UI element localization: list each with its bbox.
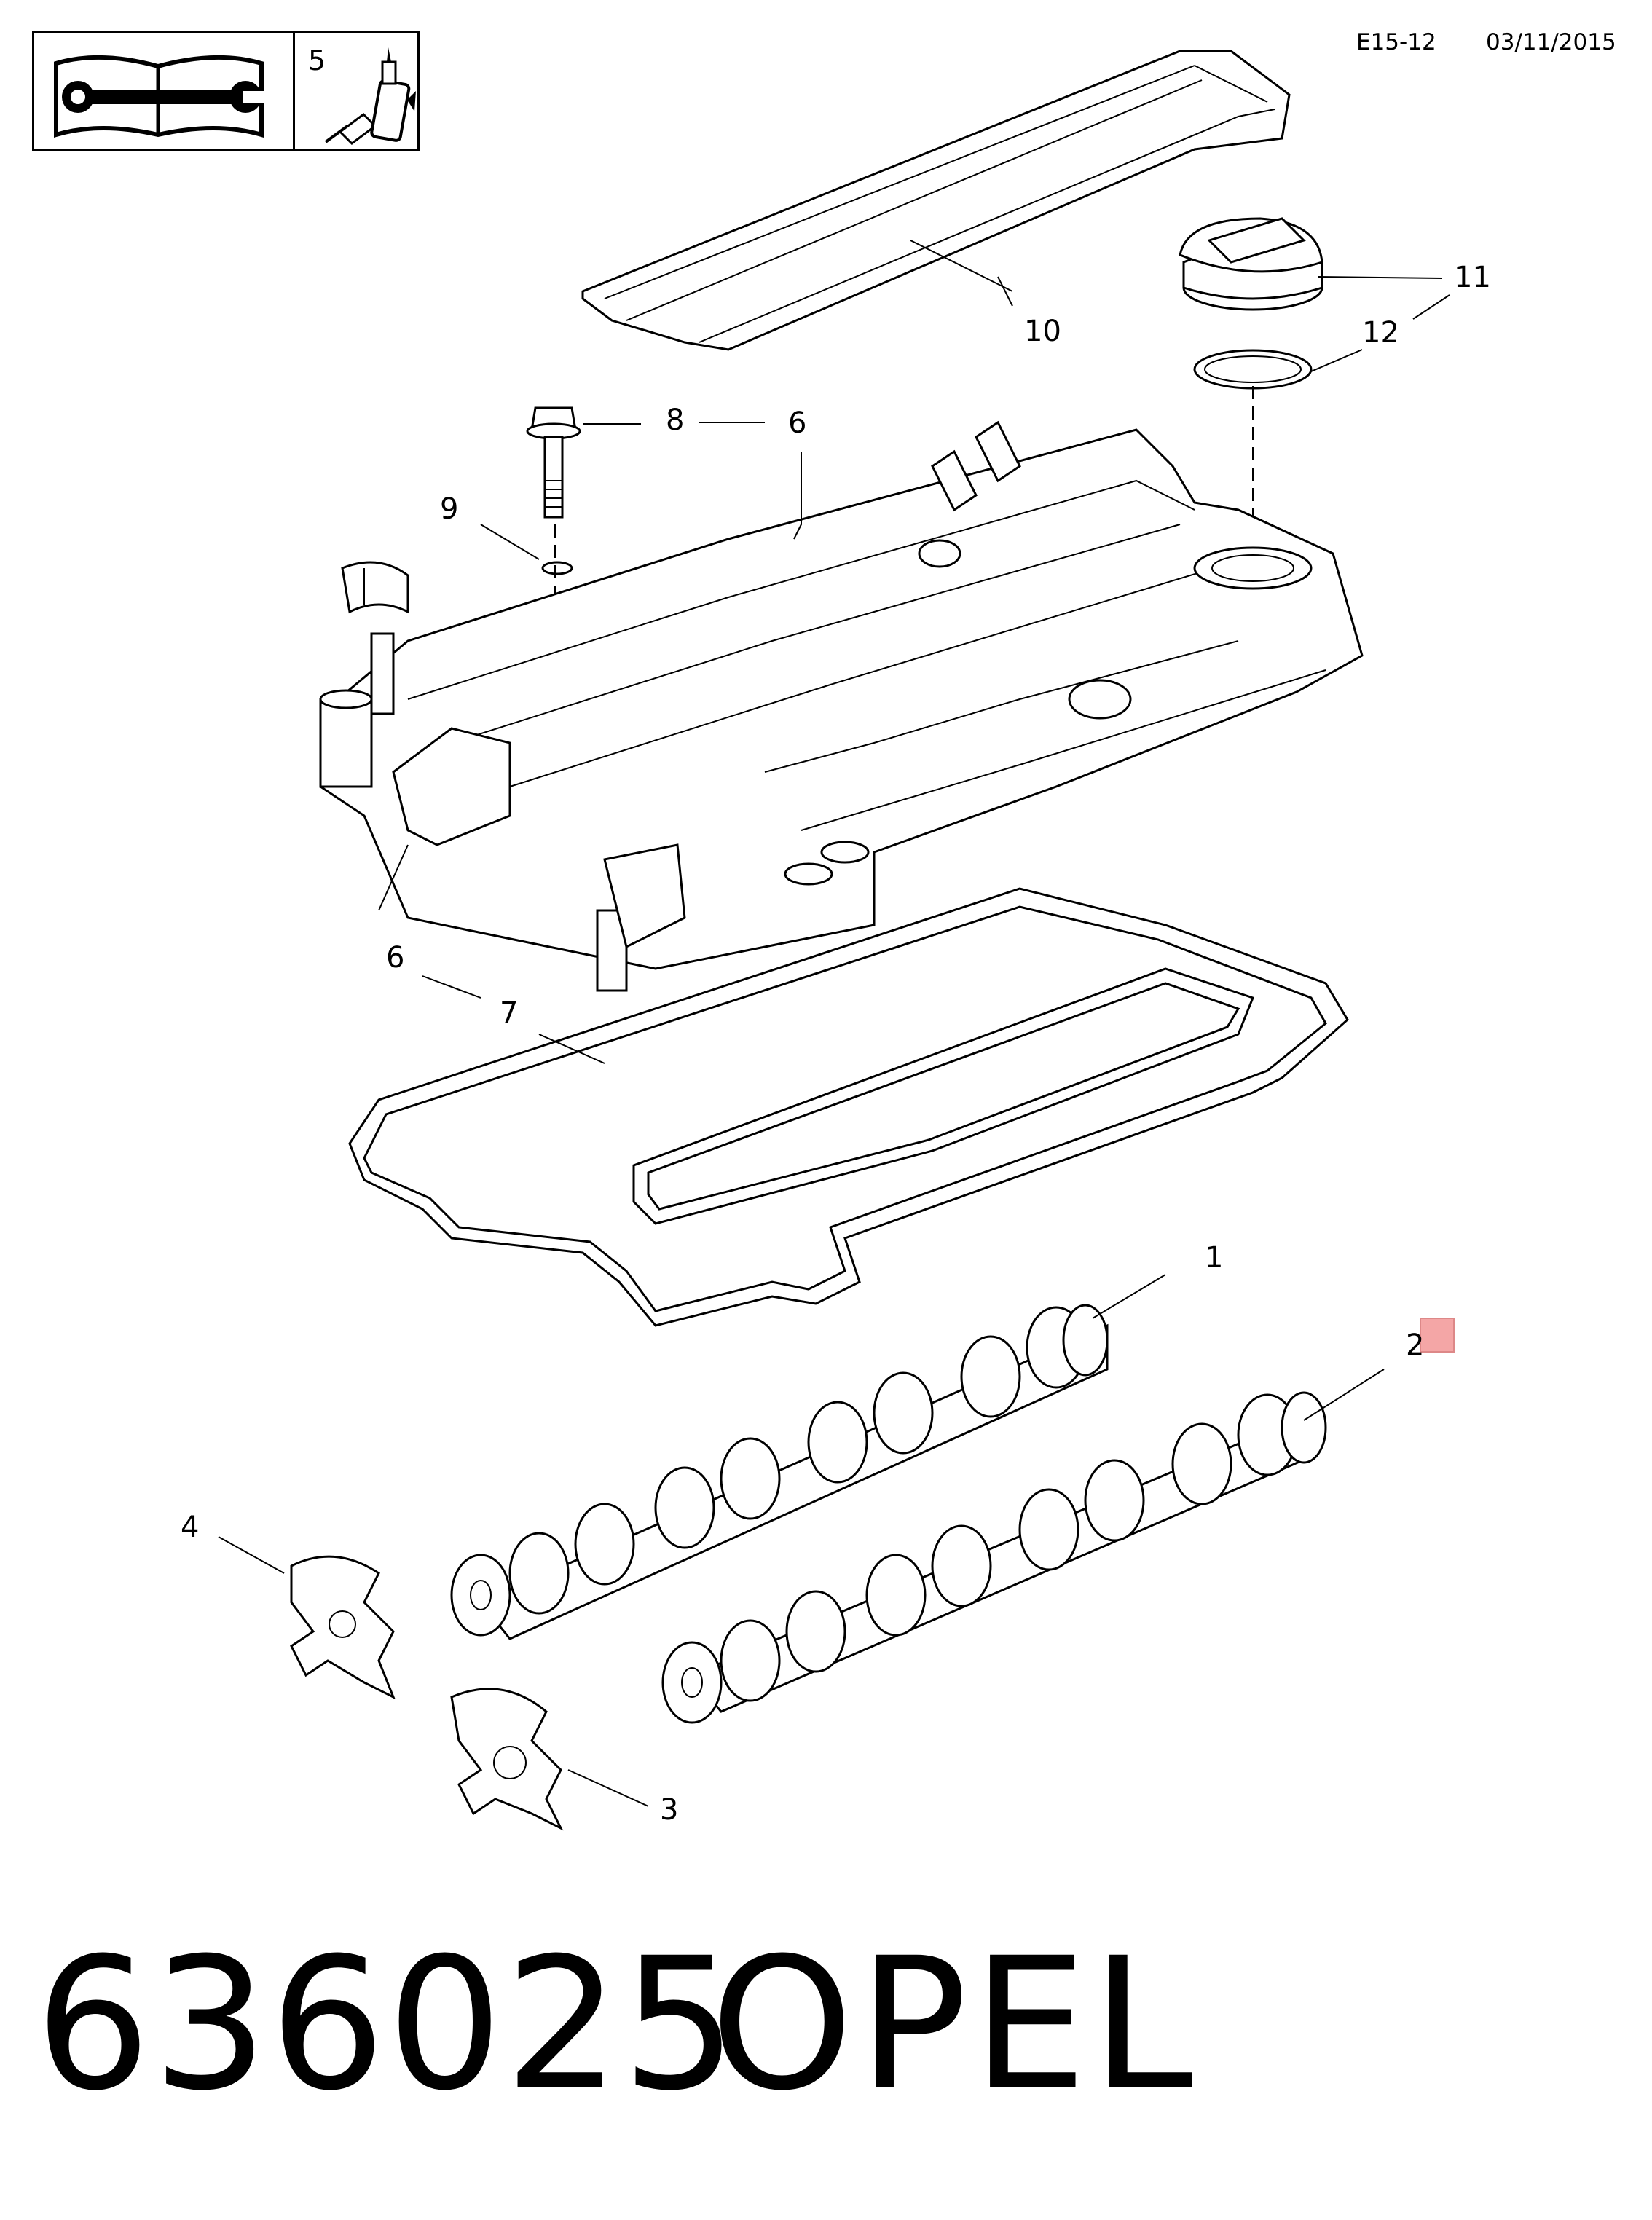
cover-bolt xyxy=(526,406,581,519)
legend-number: 5 xyxy=(308,44,326,76)
highlight-marker xyxy=(1420,1318,1455,1353)
legend-box: 5 xyxy=(32,31,420,151)
oil-filler-cap xyxy=(1179,217,1323,311)
sensor-wheel-4 xyxy=(290,1555,396,1700)
callout-1: 1 xyxy=(1205,1241,1223,1275)
callout-4: 4 xyxy=(181,1511,199,1544)
part-number: 636025 xyxy=(35,1918,739,2130)
bolt-retaining-ring xyxy=(541,561,573,575)
sensor-wheel-3 xyxy=(450,1688,564,1831)
callout-6-bottom: 6 xyxy=(386,941,404,975)
cylinder-head-cover xyxy=(319,420,1364,992)
callout-2: 2 xyxy=(1406,1329,1424,1362)
callout-3: 3 xyxy=(660,1793,678,1827)
callout-6-top: 6 xyxy=(788,406,806,440)
callout-12: 12 xyxy=(1362,316,1399,350)
diagram-code: E15-12 xyxy=(1356,29,1436,55)
legend-divider xyxy=(293,33,295,149)
cap-sealing-ring xyxy=(1193,349,1313,390)
callout-7: 7 xyxy=(500,996,518,1030)
engine-top-cover xyxy=(581,50,1291,351)
callout-8: 8 xyxy=(666,404,684,437)
manual-book-wrench-icon xyxy=(54,55,264,138)
callout-11: 11 xyxy=(1454,261,1491,294)
brand-name: OPEL xyxy=(710,1918,1197,2130)
camshaft-2 xyxy=(661,1391,1327,1724)
callout-10: 10 xyxy=(1024,315,1061,348)
sealant-bottle-icon xyxy=(324,47,416,145)
leader-lines xyxy=(218,240,1450,1807)
camshaft-1 xyxy=(450,1304,1109,1640)
diagram-date: 03/11/2015 xyxy=(1486,29,1616,55)
breather-clip xyxy=(341,561,409,614)
cover-gasket xyxy=(348,887,1349,1327)
callout-9: 9 xyxy=(440,492,458,526)
